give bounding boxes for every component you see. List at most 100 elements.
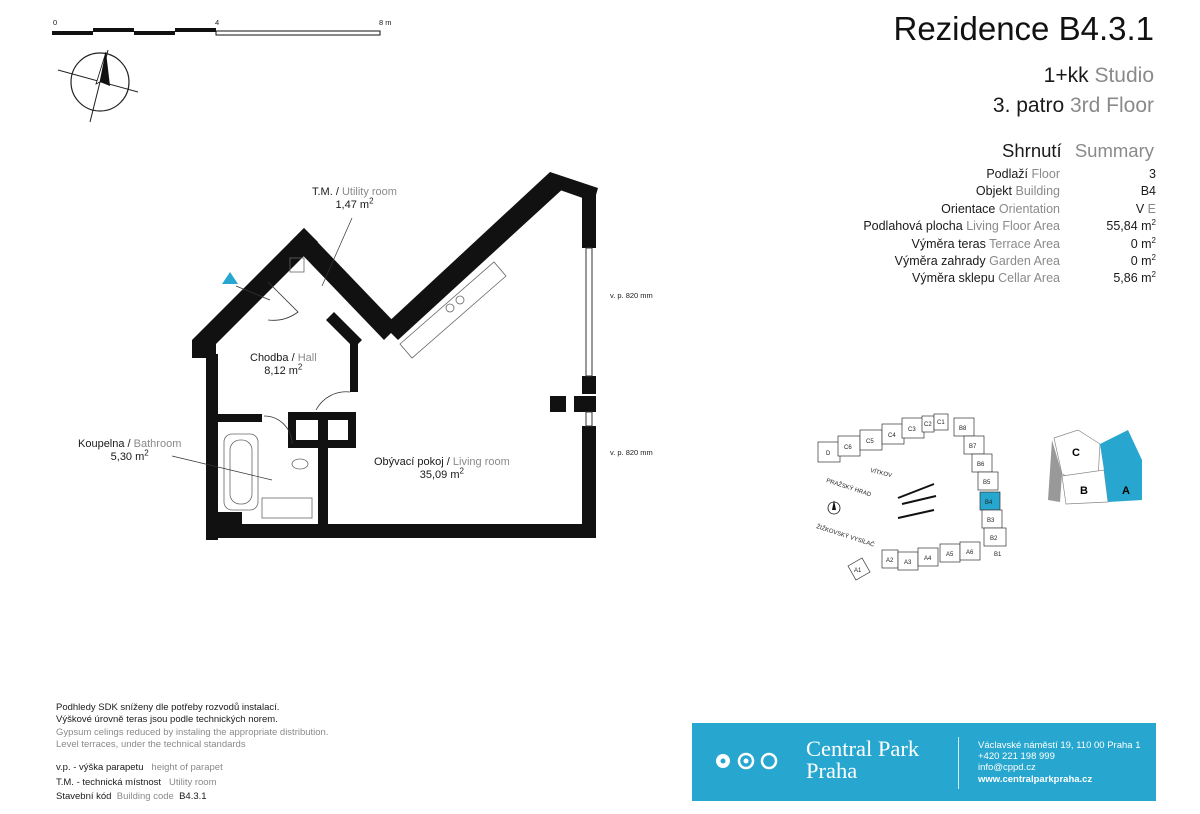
wall-segment	[206, 524, 596, 538]
plan-doors	[235, 281, 351, 445]
notes-block: Podhledy SDK sníženy dle potřeby rozvodů…	[56, 702, 329, 752]
summary-unit-sup: 2	[1151, 270, 1156, 280]
page-title: Rezidence B4.3.1	[893, 10, 1154, 47]
site-label: C3	[908, 427, 916, 433]
room-label-bathroom: Koupelna / Bathroom 5,30 m2	[78, 438, 181, 464]
site-unit	[977, 471, 999, 491]
room-label-utility: T.M. / Utility room 1,47 m2	[312, 186, 397, 212]
sink-counter	[261, 497, 313, 519]
note-line: Podhledy SDK sníženy dle potřeby rozvodů…	[56, 702, 280, 713]
site-unit	[933, 413, 949, 431]
site-label: B3	[987, 518, 995, 524]
room-area: 8,12 m	[264, 365, 298, 377]
summary-label-en: Living Floor Area	[966, 219, 1060, 234]
site-label: C2	[924, 422, 932, 428]
site-direction-arrows-icon	[897, 483, 937, 519]
scale-label-8: 8 m	[379, 18, 392, 27]
leader-bathroom	[171, 455, 273, 481]
unit-floor: 3. patro 3rd Floor	[993, 94, 1154, 118]
leader-utility	[321, 217, 353, 287]
room-name-cz: Obývací pokoj /	[374, 456, 450, 468]
room-name-en: Bathroom	[133, 438, 182, 450]
stove-burner	[445, 303, 455, 313]
door-swing	[267, 281, 299, 321]
room-name-cz: Chodba /	[250, 352, 295, 364]
legend-cz: T.M. - technická místnost	[56, 776, 162, 788]
contact-block: Václavské náměstí 19, 110 00 Praha 1 +42…	[978, 740, 1140, 785]
summary-value: B4	[1140, 184, 1156, 199]
building-code: B4.3.1	[179, 791, 207, 803]
summary-label-cz: Výměra teras	[911, 236, 986, 251]
summary-row-orientation: Orientace Orientation V E	[790, 201, 1156, 218]
brand-name: Central Park Praha	[806, 736, 920, 783]
site-label: C6	[844, 445, 852, 451]
bathtub	[223, 433, 259, 511]
note-line: Level terraces, under the technical stan…	[56, 739, 246, 751]
unit-type-cz: 1+kk	[1043, 64, 1089, 87]
site-label: C1	[937, 420, 945, 426]
summary-value: 3	[1149, 167, 1156, 181]
summary-unit-sup: 2	[1151, 252, 1156, 262]
room-name-en: Utility room	[341, 186, 397, 198]
summary-row-floor-area: Podlahová plocha Living Floor Area 55,84…	[790, 218, 1156, 235]
legend-cz: Stavební kód	[56, 791, 112, 803]
window	[585, 247, 593, 377]
contact-address: Václavské náměstí 19, 110 00 Praha 1	[978, 740, 1141, 751]
site-unit	[959, 541, 981, 561]
plan-windows	[585, 247, 593, 427]
site-units-bottom	[847, 541, 981, 581]
room-area: 35,09 m	[419, 469, 460, 481]
summary-row-terrace: Výměra teras Terrace Area 0 m2	[790, 236, 1156, 253]
wall-segment	[206, 354, 218, 540]
site-label: B7	[969, 444, 977, 450]
entrance-marker-icon	[222, 272, 238, 284]
wall-segment	[288, 412, 356, 448]
unit-type-en: Studio	[1094, 64, 1154, 87]
summary-label-en: Terrace Area	[989, 236, 1060, 251]
site-label: A5	[946, 552, 954, 558]
legend-en: height of parapet	[151, 762, 223, 773]
note-line: Gypsum celings reduced by instaling the …	[56, 726, 329, 738]
site-units-right	[953, 417, 1007, 547]
site-label: B8	[959, 426, 967, 432]
summary-label-en: Floor	[1031, 167, 1060, 181]
overview-block	[1048, 440, 1062, 502]
summary-value: 0 m	[1130, 236, 1152, 251]
brand-line2: Praha	[806, 758, 858, 783]
wall-segment	[582, 376, 596, 394]
parapet-label-upper: v. p. 820 mm	[610, 291, 653, 300]
summary-heading-en: Summary	[1074, 140, 1154, 161]
plan-fixtures	[223, 257, 507, 519]
overview-label-c: C	[1072, 447, 1080, 459]
scale-label-4: 4	[215, 18, 220, 27]
unit-type: 1+kk Studio	[1044, 64, 1154, 88]
toilet	[291, 458, 309, 470]
site-label-hrad: PRAŽSKÝ HRAD	[825, 476, 872, 498]
brand-line1: Central Park	[806, 736, 920, 761]
stove-burner	[455, 295, 465, 305]
wall-column	[574, 396, 596, 412]
legend-en: Building code	[116, 791, 174, 803]
scale-label-0: 0	[53, 18, 58, 27]
room-label-living: Obývací pokoj / Living room 35,09 m2	[374, 456, 510, 482]
summary-row-cellar: Výměra sklepu Cellar Area 5,86 m2	[790, 270, 1156, 287]
banner-divider	[958, 737, 959, 789]
site-label: A4	[924, 556, 932, 562]
summary-heading: Shrnutí Summary	[1002, 140, 1154, 162]
site-label: A3	[904, 560, 912, 566]
bathtub-inner	[229, 439, 253, 505]
contact-email[interactable]: info@cppd.cz	[978, 762, 1036, 774]
contact-website-link[interactable]: www.centralparkpraha.cz	[978, 773, 1093, 785]
summary-value-en: E	[1147, 201, 1156, 216]
legend-cz: v.p. - výška parapetu	[56, 762, 144, 773]
summary-row-garden: Výměra zahrady Garden Area 0 m2	[790, 253, 1156, 270]
room-label-hall: Chodba / Hall 8,12 m2	[250, 352, 317, 378]
summary-table: Podlaží Floor 3 Objekt Building B4 Orien…	[790, 166, 1156, 288]
room-area: 1,47 m	[335, 199, 370, 211]
summary-label-cz: Objekt	[975, 184, 1013, 199]
parapet-label-lower: v. p. 820 mm	[610, 448, 653, 457]
site-label: C5	[866, 439, 874, 445]
contact-phone[interactable]: +420 221 198 999	[978, 751, 1055, 763]
site-label-vysilac: ŽIŽKOVSKÝ VYSÍLAČ	[815, 522, 876, 549]
summary-value: 0 m	[1130, 254, 1152, 269]
